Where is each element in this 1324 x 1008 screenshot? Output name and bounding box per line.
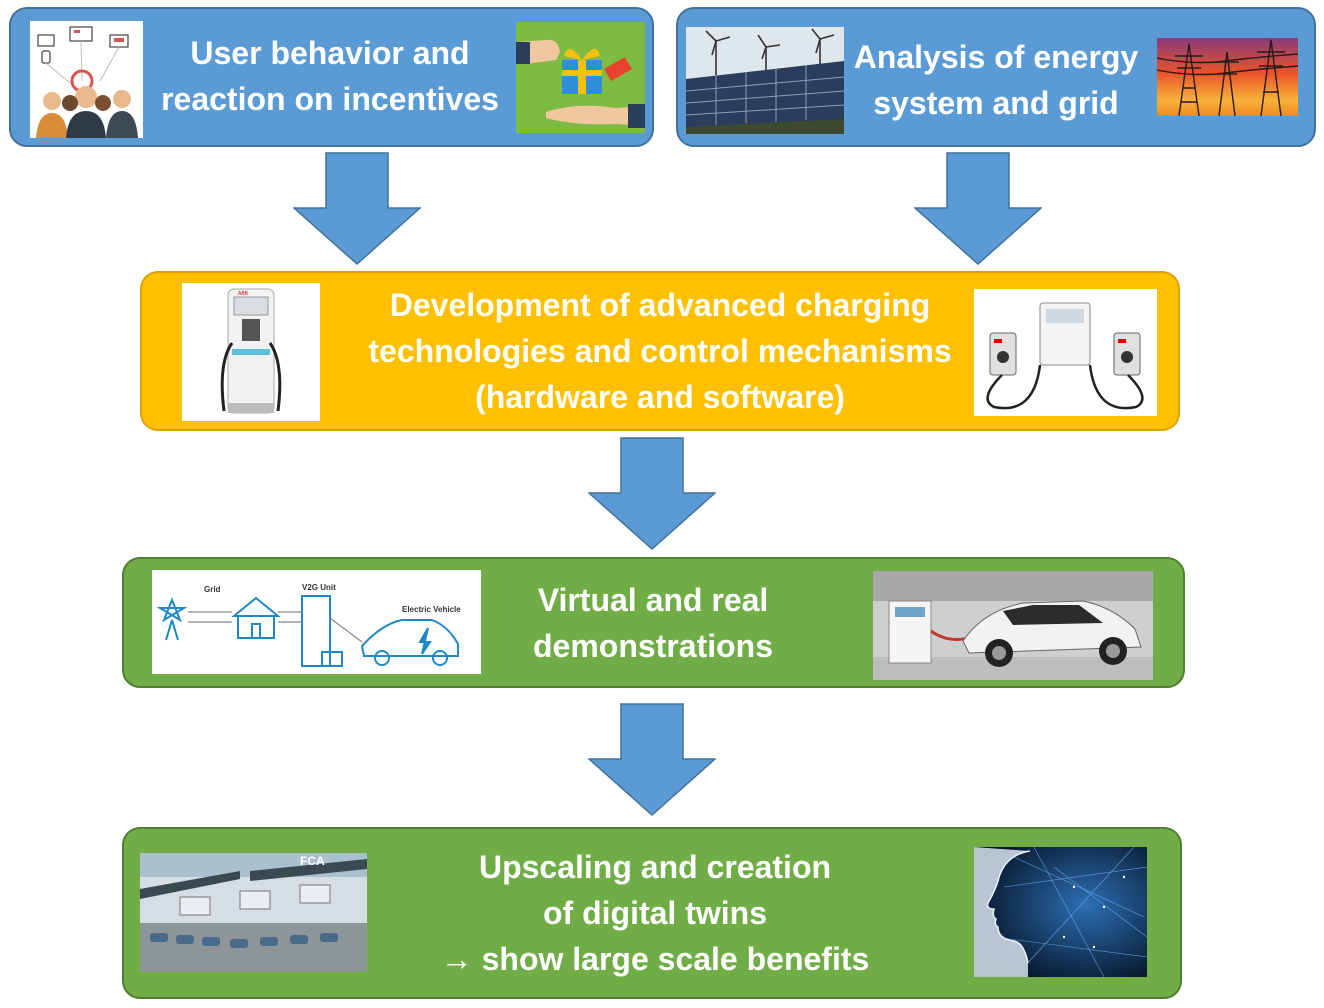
arrow-down-middle-2	[588, 703, 716, 816]
user-behavior-text: User behavior and reaction on incentives	[148, 28, 512, 124]
v2g-unit-label: V2G Unit	[302, 583, 336, 592]
v2g-grid-label: Grid	[204, 585, 221, 594]
charging-tech-text: Development of advanced charging technol…	[330, 280, 990, 422]
v2g-diagram-icon: Grid V2G Unit Electric Vehicle	[152, 570, 481, 674]
arrow-down-left	[293, 152, 421, 265]
demonstrations-text: Virtual and real demonstrations	[490, 575, 816, 671]
electric-car-charging-icon	[873, 571, 1153, 680]
digital-face-icon	[974, 847, 1147, 977]
charging-tech-line1: Development of advanced charging	[389, 287, 931, 323]
upscaling-text: Upscaling and creation of digital twins …	[400, 842, 910, 984]
wallbox-charger-icon	[974, 289, 1157, 416]
charging-tech-line2: technologies and control mechanisms	[368, 333, 952, 369]
upscaling-line3: → show large scale benefits	[440, 941, 870, 977]
energy-system-line1: Analysis of energy	[853, 39, 1139, 75]
power-pylon-icon	[1157, 38, 1298, 116]
arrow-down-middle-1	[588, 437, 716, 550]
energy-system-line2: system and grid	[873, 85, 1119, 121]
parking-lot-brand: FCA	[300, 854, 325, 868]
demonstrations-line2: demonstrations	[532, 628, 774, 664]
parking-lot-icon: FCA	[140, 853, 367, 972]
demonstrations-line1: Virtual and real	[537, 582, 769, 618]
arrow-down-right	[914, 152, 1042, 265]
upscaling-line1: Upscaling and creation	[478, 849, 832, 885]
solar-wind-icon	[686, 27, 844, 134]
charging-station-brand: ABB	[238, 291, 249, 297]
charging-station-icon: ABB	[182, 283, 320, 421]
people-network-icon	[30, 21, 143, 138]
v2g-vehicle-label: Electric Vehicle	[402, 605, 461, 614]
user-behavior-line1: User behavior and	[190, 35, 470, 71]
user-behavior-line2: reaction on incentives	[161, 81, 499, 117]
energy-system-text: Analysis of energy system and grid	[846, 32, 1146, 128]
gift-bonus-icon	[516, 22, 645, 133]
charging-tech-line3: (hardware and software)	[475, 379, 845, 415]
upscaling-line2: of digital twins	[543, 895, 767, 931]
